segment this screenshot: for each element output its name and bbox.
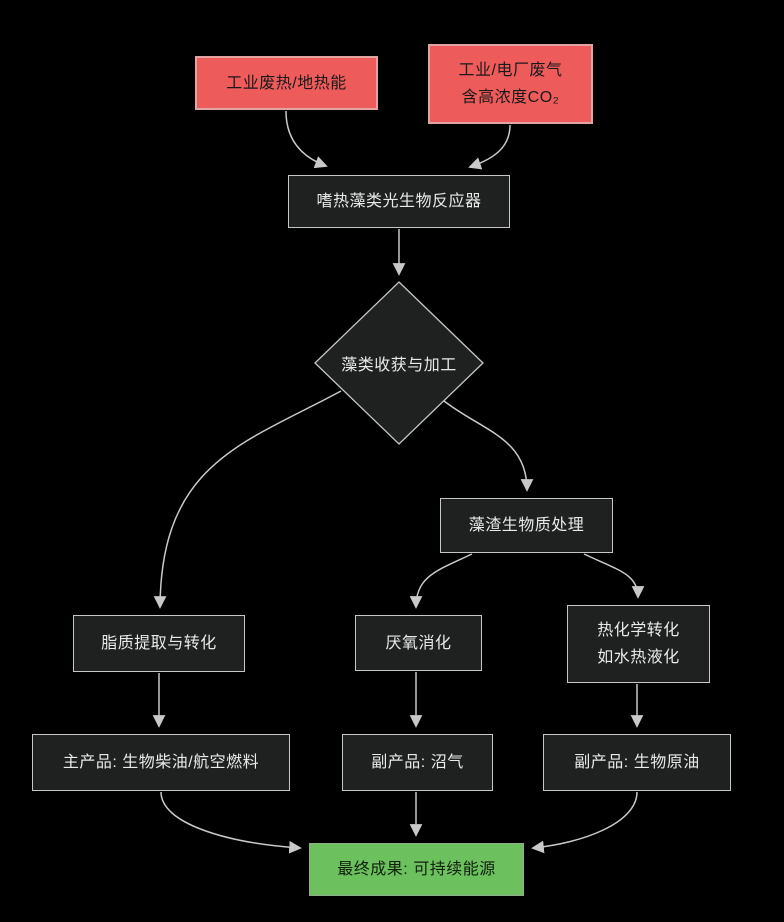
edge-biocrude-to-final bbox=[531, 791, 638, 854]
node-algae-harvesting-diamond bbox=[314, 281, 484, 445]
node-label-line1: 热化学转化 bbox=[597, 622, 680, 639]
node-industrial-waste-heat: 工业废热/地热能 bbox=[195, 56, 378, 110]
node-label-line2: 如水热液化 bbox=[597, 649, 680, 666]
node-flue-gas: 工业/电厂废气 含高浓度CO₂ bbox=[428, 44, 593, 124]
node-label: 脂质提取与转化 bbox=[101, 635, 217, 652]
node-label: 副产品: 生物原油 bbox=[574, 754, 700, 771]
edge-main-product-to-final bbox=[160, 791, 302, 854]
node-label-line2: 含高浓度CO₂ bbox=[461, 89, 560, 106]
edge-fluegas-to-pbr bbox=[468, 124, 511, 170]
node-label: 嗜热藻类光生物反应器 bbox=[316, 193, 482, 210]
node-thermochemical-conversion: 热化学转化 如水热液化 bbox=[567, 605, 710, 683]
node-label: 主产品: 生物柴油/航空燃料 bbox=[62, 754, 260, 771]
node-label: 厌氧消化 bbox=[385, 634, 452, 652]
node-label: 最终成果: 可持续能源 bbox=[337, 861, 496, 878]
edge-harvest-to-lipid bbox=[153, 390, 342, 609]
node-label: 工业废热/地热能 bbox=[226, 74, 347, 92]
node-main-product-biodiesel: 主产品: 生物柴油/航空燃料 bbox=[32, 734, 290, 791]
edge-residue-to-anaerobic bbox=[409, 553, 473, 609]
node-algae-residue-processing: 藻渣生物质处理 bbox=[440, 498, 613, 553]
node-label: 藻渣生物质处理 bbox=[468, 517, 585, 534]
edge-heat-to-pbr bbox=[285, 110, 328, 169]
node-label: 副产品: 沼气 bbox=[371, 754, 464, 771]
node-anaerobic-digestion: 厌氧消化 bbox=[355, 615, 482, 671]
node-label-line1: 工业/电厂废气 bbox=[458, 62, 563, 79]
node-byproduct-biocrude: 副产品: 生物原油 bbox=[543, 734, 731, 791]
edge-harvest-to-residue bbox=[443, 400, 534, 492]
node-final-sustainable-energy: 最终成果: 可持续能源 bbox=[309, 843, 524, 896]
edge-residue-to-thermochem bbox=[583, 553, 645, 599]
node-photobioreactor: 嗜热藻类光生物反应器 bbox=[288, 175, 510, 228]
node-label: 藻类收获与加工 bbox=[341, 357, 457, 374]
node-algae-harvesting-label: 藻类收获与加工 bbox=[315, 282, 483, 444]
node-lipid-extraction: 脂质提取与转化 bbox=[73, 615, 245, 672]
node-byproduct-biogas: 副产品: 沼气 bbox=[342, 734, 493, 791]
